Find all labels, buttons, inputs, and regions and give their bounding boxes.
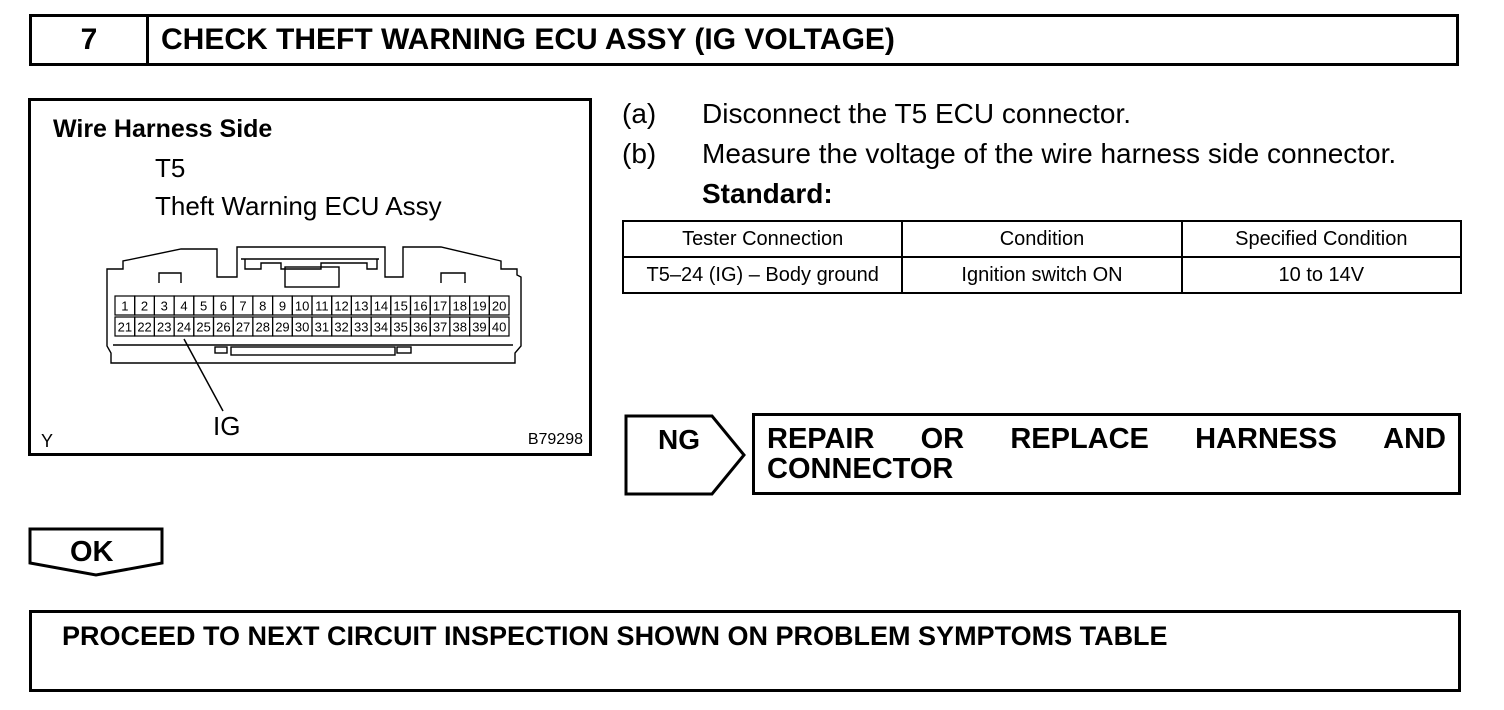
step-a-text: Disconnect the T5 ECU connector. xyxy=(702,98,1132,129)
pin-number: 16 xyxy=(413,299,427,314)
pin-cell xyxy=(488,316,510,337)
pin-number: 34 xyxy=(374,320,388,335)
pin-number: 27 xyxy=(236,320,250,335)
pin-number: 18 xyxy=(453,299,467,314)
pin-number: 3 xyxy=(161,299,168,314)
component-label: Theft Warning ECU Assy xyxy=(155,191,442,221)
step-b-marker: (b) xyxy=(622,138,657,169)
pin-number: 30 xyxy=(295,320,309,335)
pin-number: 1 xyxy=(121,299,128,314)
step-title: CHECK THEFT WARNING ECU ASSY (IG VOLTAGE… xyxy=(161,23,895,56)
pin-number: 20 xyxy=(492,299,506,314)
pin-number: 6 xyxy=(220,299,227,314)
ng-word: HARNESS xyxy=(1195,423,1337,455)
pin-number: 14 xyxy=(374,299,388,314)
connector-id-label: T5 xyxy=(155,153,186,183)
pin-number: 28 xyxy=(256,320,270,335)
next-step-text: PROCEED TO NEXT CIRCUIT INSPECTION SHOWN… xyxy=(62,621,1168,651)
pin-number: 23 xyxy=(157,320,171,335)
ok-label: OK xyxy=(70,536,114,568)
pin-number: 2 xyxy=(141,299,148,314)
pin-number: 31 xyxy=(315,320,329,335)
pin-number: 4 xyxy=(180,299,187,314)
pin-number: 37 xyxy=(433,320,447,335)
header-specified-condition: Specified Condition xyxy=(1180,220,1463,258)
spec-table-header: Tester Connection Condition Specified Co… xyxy=(621,220,1463,258)
cell-specified-condition: 10 to 14V xyxy=(1180,256,1463,294)
step-header: 7 CHECK THEFT WARNING ECU ASSY (IG VOLTA… xyxy=(29,14,1459,66)
ng-arrow-shape xyxy=(624,414,746,496)
pin-number: 7 xyxy=(239,299,246,314)
ng-word: REPAIR xyxy=(767,423,875,455)
step-a: (a) Disconnect the T5 ECU connector. xyxy=(622,94,1472,134)
step-b-text: Measure the voltage of the wire harness … xyxy=(702,138,1397,169)
pin-number: 21 xyxy=(118,320,132,335)
ng-word: OR xyxy=(920,423,965,455)
pin-number: 17 xyxy=(433,299,447,314)
ig-callout-label: IG xyxy=(213,411,241,441)
step-b: (b) Measure the voltage of the wire harn… xyxy=(622,134,1472,174)
next-step-box: PROCEED TO NEXT CIRCUIT INSPECTION SHOWN… xyxy=(29,610,1461,692)
ng-action-box: REPAIR OR REPLACE HARNESS AND CONNECTOR xyxy=(752,413,1461,495)
pin-number: 25 xyxy=(196,320,210,335)
pin-number: 19 xyxy=(472,299,486,314)
spec-table: Tester Connection Condition Specified Co… xyxy=(621,220,1463,294)
procedure-steps: (a) Disconnect the T5 ECU connector. (b)… xyxy=(622,94,1472,214)
table-row: T5–24 (IG) – Body ground Ignition switch… xyxy=(621,256,1463,294)
cell-tester-connection: T5–24 (IG) – Body ground xyxy=(621,256,904,294)
pin-number: 38 xyxy=(453,320,467,335)
figure-code: B79298 xyxy=(527,431,583,448)
pin-number: 10 xyxy=(295,299,309,314)
ig-leader-line xyxy=(183,338,224,412)
cell-condition: Ignition switch ON xyxy=(901,256,1183,294)
pin-number: 12 xyxy=(334,299,348,314)
wire-harness-side-label: Wire Harness Side xyxy=(53,115,273,143)
pin-number: 5 xyxy=(200,299,207,314)
pin-number: 9 xyxy=(279,299,286,314)
pin-number: 33 xyxy=(354,320,368,335)
pin-number: 24 xyxy=(177,320,191,335)
header-tester-connection: Tester Connection xyxy=(621,220,904,258)
pin-number: 36 xyxy=(413,320,427,335)
pin-number: 39 xyxy=(472,320,486,335)
standard-row: Standard: xyxy=(622,174,1472,214)
standard-label: Standard: xyxy=(702,178,833,209)
pin-number: 35 xyxy=(393,320,407,335)
header-condition: Condition xyxy=(901,220,1183,258)
pin-cell xyxy=(488,295,510,316)
pin-number: 11 xyxy=(315,299,329,314)
ng-word: AND xyxy=(1383,423,1446,455)
corner-label: Y xyxy=(41,431,54,451)
ok-arrow-shape xyxy=(28,527,164,577)
pin-number: 13 xyxy=(354,299,368,314)
step-a-marker: (a) xyxy=(622,98,657,129)
pin-number: 26 xyxy=(216,320,230,335)
ng-action-line2: CONNECTOR xyxy=(767,453,954,485)
pin-number: 22 xyxy=(137,320,151,335)
pin-number: 40 xyxy=(492,320,506,335)
ng-label: NG xyxy=(658,424,700,455)
pin-number: 8 xyxy=(259,299,266,314)
pin-number: 29 xyxy=(275,320,289,335)
pin-number: 15 xyxy=(393,299,407,314)
step-number: 7 xyxy=(32,17,149,63)
ng-word: REPLACE xyxy=(1010,423,1149,455)
pin-number: 32 xyxy=(334,320,348,335)
ng-action-line1: REPAIR OR REPLACE HARNESS AND xyxy=(767,424,1446,454)
